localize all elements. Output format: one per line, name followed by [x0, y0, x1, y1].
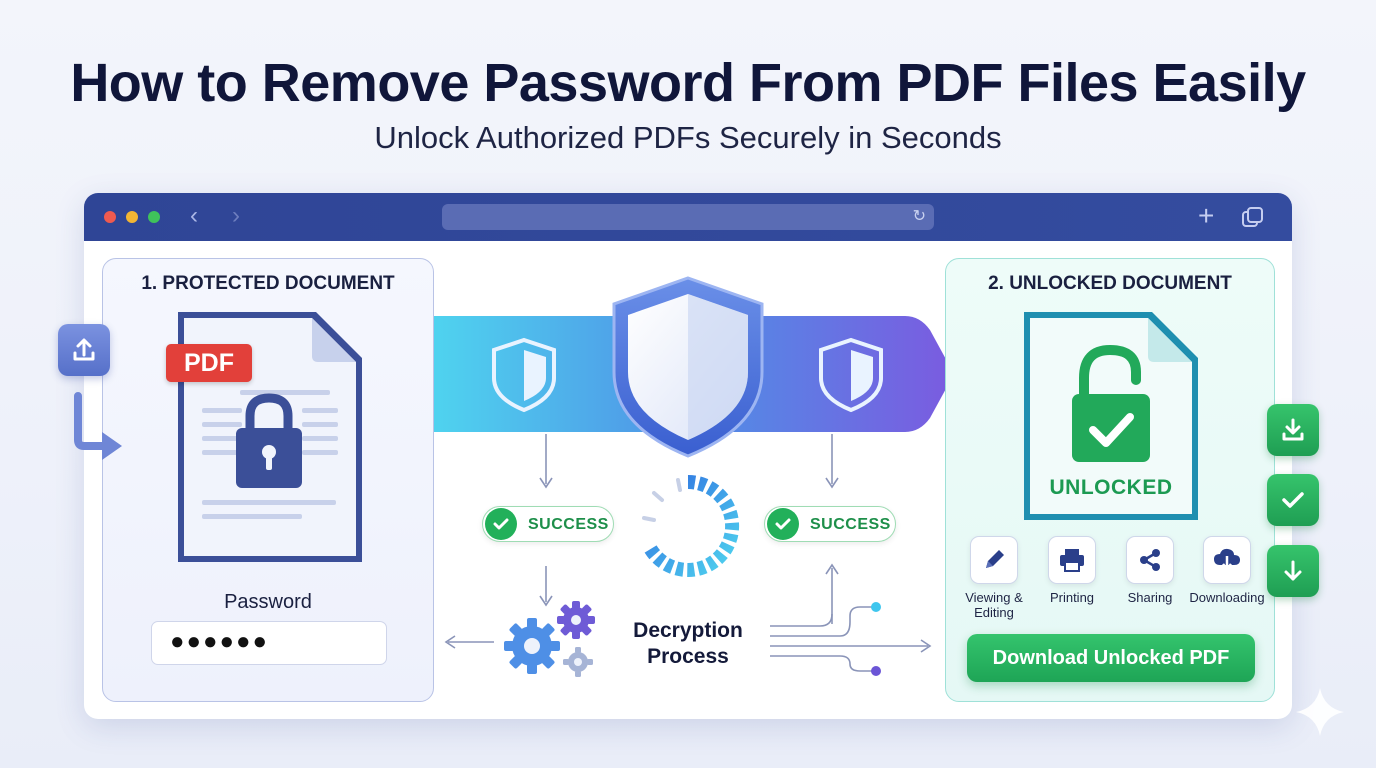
feature-label: Downloading [1189, 590, 1265, 605]
protected-document-heading: 1. PROTECTED DOCUMENT [141, 273, 395, 294]
confirm-button[interactable] [1267, 474, 1319, 526]
gears-icon [504, 601, 595, 677]
upload-button[interactable] [58, 324, 110, 376]
upload-icon [73, 338, 95, 361]
check-icon [767, 508, 799, 540]
reload-icon[interactable]: ↻ [912, 208, 926, 225]
small-shield-left-icon [492, 337, 556, 413]
success-badge-left: SUCCESS [482, 506, 614, 542]
node-dot [871, 602, 881, 612]
node-dot [871, 666, 881, 676]
cloud-download-icon [1203, 536, 1251, 584]
feature-label: Printing [1049, 590, 1095, 605]
download-button[interactable] [1267, 404, 1319, 456]
check-icon [485, 508, 517, 540]
small-shield-right-icon [819, 337, 883, 413]
back-arrow-icon[interactable]: ‹ [190, 202, 198, 229]
download-icon [1282, 418, 1304, 441]
password-input[interactable]: ●●●●●● [151, 621, 387, 665]
feature-label: Viewing & [965, 590, 1023, 605]
forward-arrow-icon[interactable]: › [232, 202, 240, 229]
close-dot[interactable] [104, 211, 116, 223]
pencil-icon [970, 536, 1018, 584]
feature-label-line2: Editing [974, 605, 1014, 620]
feature-printing[interactable]: Printing [1032, 536, 1112, 605]
decryption-process-label: Decryption Process [620, 618, 756, 670]
browser-toolbar: ‹ › ↻ + [84, 193, 1292, 241]
feature-downloading[interactable]: Downloading [1187, 536, 1267, 605]
new-tab-icon[interactable]: + [1198, 200, 1215, 231]
minimize-dot[interactable] [126, 211, 138, 223]
protected-document-panel: 1. PROTECTED DOCUMENT Password ●●●●●● [102, 258, 434, 702]
arrow-down-icon [1284, 560, 1302, 581]
success-label: SUCCESS [810, 516, 891, 533]
tabs-icon[interactable] [1242, 207, 1264, 229]
maximize-dot[interactable] [148, 211, 160, 223]
feature-viewing-editing[interactable]: Viewing &Editing [954, 536, 1034, 620]
success-badge-right: SUCCESS [764, 506, 896, 542]
loading-spinner-icon [642, 474, 740, 577]
big-shield-icon [612, 276, 764, 458]
pdf-badge-label: PDF [184, 349, 234, 377]
connector-lines [444, 434, 932, 672]
unlocked-label: UNLOCKED [1049, 476, 1173, 499]
pdf-badge: PDF [166, 344, 252, 382]
page-subtitle: Unlock Authorized PDFs Securely in Secon… [374, 120, 1002, 155]
save-button[interactable] [1267, 545, 1319, 597]
address-bar[interactable]: ↻ [442, 204, 934, 230]
printer-icon [1048, 536, 1096, 584]
feature-label: Sharing [1127, 590, 1173, 605]
process-label-line2: Process [647, 645, 729, 668]
success-label: SUCCESS [528, 516, 609, 533]
unlocked-document-heading: 2. UNLOCKED DOCUMENT [988, 273, 1232, 294]
password-label: Password [224, 591, 312, 613]
feature-sharing[interactable]: Sharing [1110, 536, 1190, 605]
check-icon [1282, 492, 1304, 508]
share-icon [1126, 536, 1174, 584]
download-unlocked-pdf-button[interactable]: Download Unlocked PDF [967, 634, 1255, 682]
page-title: How to Remove Password From PDF Files Ea… [70, 53, 1306, 113]
process-label-line1: Decryption [633, 619, 743, 642]
